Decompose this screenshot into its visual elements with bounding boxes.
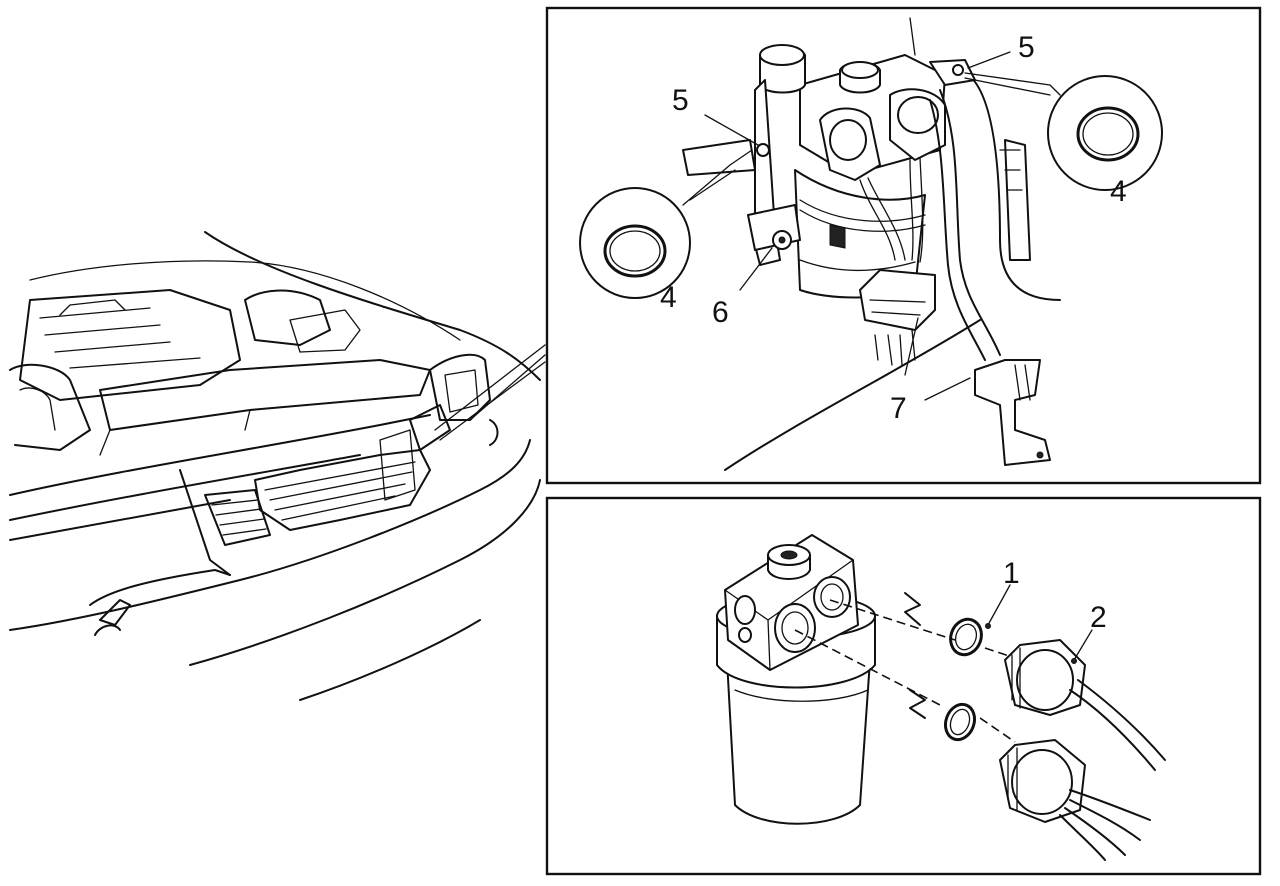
vehicle-overview xyxy=(9,231,546,701)
callout-6: 6 xyxy=(712,296,729,329)
oring-lower xyxy=(943,702,977,742)
callout-5-left: 5 xyxy=(672,84,689,117)
bottom-detail-panel: 1 2 xyxy=(545,496,1262,876)
top-detail-frame xyxy=(545,6,1262,485)
top-detail-panel: 5 5 4 4 6 7 xyxy=(545,6,1262,485)
oring-upper xyxy=(949,617,983,657)
callout-2: 2 xyxy=(1090,601,1107,634)
oring-detail-left xyxy=(579,187,691,299)
callout-5-right: 5 xyxy=(1018,31,1035,64)
pressure-switch-lower xyxy=(999,739,1151,861)
callout-1: 1 xyxy=(1003,557,1020,590)
callout-7: 7 xyxy=(890,392,907,425)
callout-4-right: 4 xyxy=(1110,175,1127,208)
pressure-switch-upper xyxy=(1004,639,1166,771)
receiver-dehydrator xyxy=(716,534,876,825)
callout-4-left: 4 xyxy=(660,281,677,314)
oring-detail-right xyxy=(1047,75,1163,191)
bottom-detail-frame xyxy=(545,496,1262,876)
